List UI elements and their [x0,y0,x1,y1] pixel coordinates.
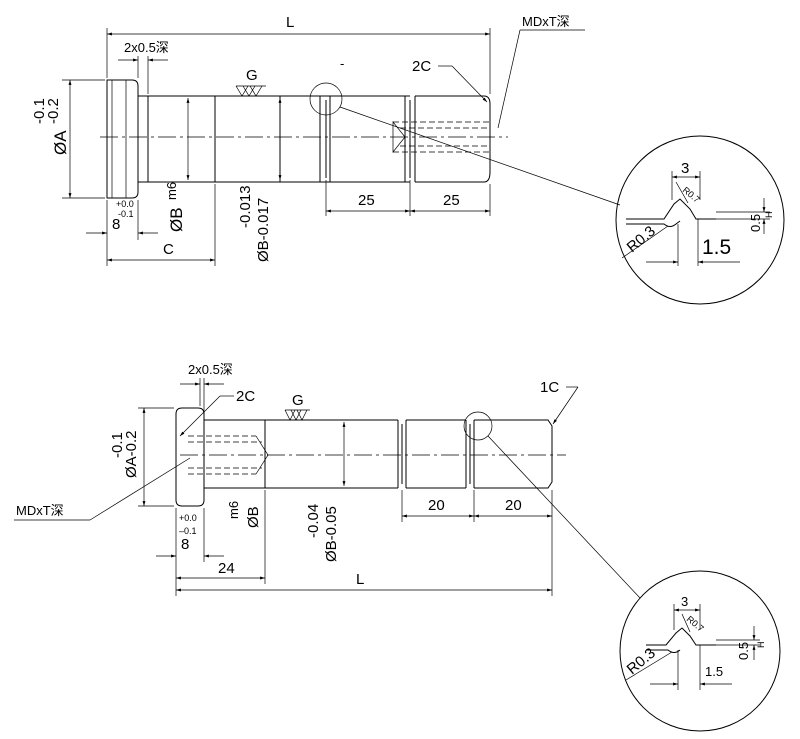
bottom-detail-circle [619,570,781,732]
bottom-dim-A: ØA-0.2 [123,430,140,478]
bottom-dim-24: 24 [218,560,235,577]
top-head-outline [106,79,139,199]
dimension-text: +0.0 [116,199,134,209]
dimension-text: H [764,212,774,219]
top-shaft-view: G - L MDxT深 2C 2x0.5深 -0.1 -0.2 ØA ØB m6 [31,14,621,266]
top-note-mdxt: MDxT深 [522,14,570,29]
bottom-head-outline [175,407,205,507]
dimension-text: H [756,642,766,649]
dimension-text: -0.1 [118,209,134,219]
top-shaft-body [148,95,410,183]
top-dim-25a: 25 [358,192,375,209]
dimension-text: 0.5 [736,642,751,660]
top-detail-circle [615,135,785,305]
dimension-text: 0.5 [748,214,763,232]
bottom-note-chamfer: 2x0.5深 [188,362,233,377]
bottom-note-1C: 1C [540,379,559,396]
dimension-text: -0.1 [31,98,48,124]
dimension-text: m6 [164,182,179,200]
bottom-shaft-view: G 2x0.5深 2C 1C MDxT深 -0.1 ØA-0.2 +0.0 –0… [14,362,641,599]
top-dim-8: 8 [112,216,120,233]
dimension-text: –0.1 [179,526,197,536]
top-dim-L: L [286,14,294,31]
dimension-text: -0.04 [305,504,322,538]
dimension-text: -0.013 [237,185,254,228]
dimension-text: -0.1 [109,432,126,458]
bottom-shaft-body [204,419,398,489]
top-dim-C: C [163,241,174,258]
dimension-text: 3 [681,160,689,177]
bottom-note-2C: 2C [236,388,255,405]
top-note-G: G [246,67,258,84]
dimension-text: R0.7 [685,614,706,634]
bottom-detail-dim-15: 1.5 [705,664,723,679]
bottom-dim-20a: 20 [428,497,445,514]
top-detail-dim-15: 1.5 [702,236,731,259]
top-detail-view: 3 R0.7 R0.3 1.5 0.5 H [615,135,785,305]
bottom-note-mdxt: MDxT深 [16,503,64,518]
top-dim-A: ØA [51,130,70,155]
bottom-dim-L: L [356,571,364,588]
surface-finish-symbol [235,85,266,97]
top-detail-groove-profile [626,198,716,220]
dimension-text: m6 [226,501,241,519]
top-dim-B: ØB [167,207,186,232]
dimension-text: 3 [681,594,688,609]
top-dim-B2: ØB-0.017 [255,198,272,262]
dimension-text: R0.7 [681,185,702,205]
bottom-dim-B2: ØB-0.05 [323,506,340,562]
bottom-detail-marker [463,411,493,441]
top-note-chamfer: 2x0.5深 [124,40,169,55]
bottom-note-G: G [292,392,304,409]
dimension-text: - [340,56,344,71]
bottom-detail-view: 3 R0.7 R0.3 1.5 0.5 H [619,570,781,732]
top-dim-25b: 25 [443,192,460,209]
top-detail-marker [309,82,343,116]
dimension-text: R0.3 [624,223,659,256]
bottom-dim-8: 8 [181,536,189,553]
bottom-dim-B: ØB [245,506,262,528]
dimension-text: +0.0 [179,513,197,523]
top-note-2C: 2C [412,58,431,75]
dimension-text: -0.2 [45,98,62,124]
bottom-dim-20b: 20 [505,497,522,514]
